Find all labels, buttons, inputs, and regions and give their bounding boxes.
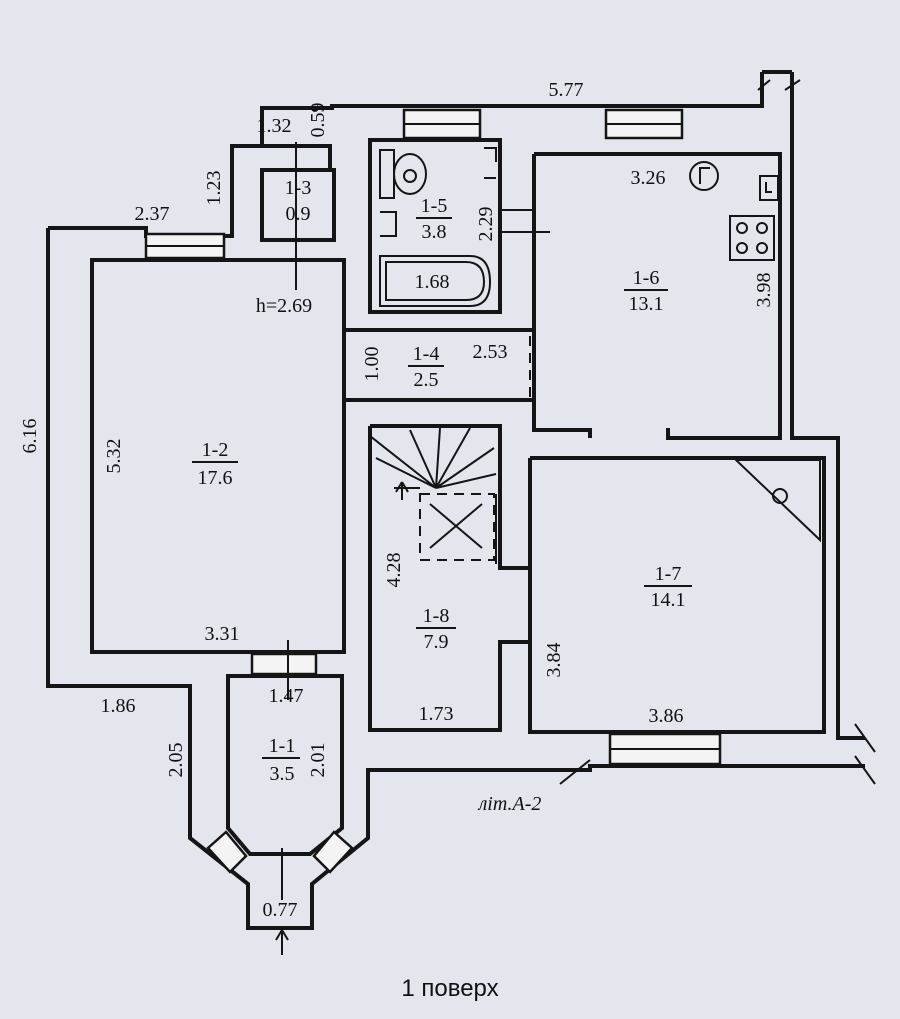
dim-entrance-door: 0.77 [263,899,298,921]
window-1-1-top [250,652,318,676]
chimney-icon [733,459,821,543]
room-1-1-outline [226,674,344,856]
dim-room-1-5-side: 2.29 [475,207,497,242]
room-1-4-area: 2.5 [414,369,439,391]
dim-room-1-6-width: 3.26 [631,167,666,189]
pipe-icon [484,147,497,179]
room-1-2-id: 1-2 [202,439,229,461]
room-1-7-id: 1-7 [655,563,682,585]
room-1-2-outline [90,258,346,654]
room-1-5-outline [368,138,502,314]
dim-bathtub: 1.68 [415,271,450,293]
room-1-8-id: 1-8 [423,605,450,627]
dim-corridor-side: 1.23 [203,171,225,206]
room-1-2-area: 17.6 [198,467,233,489]
staircase [369,427,497,564]
room-1-8-outline [368,424,530,732]
dim-room-1-1-width: 1.47 [269,685,304,707]
room-1-8-label: 1-8 7.9 [416,605,456,653]
dim-room-1-8-width: 1.73 [419,703,454,725]
dim-left-top: 2.37 [135,203,170,225]
window-bathroom [402,108,482,140]
window-room-1-7 [608,732,722,766]
room-1-5-label: 1-5 3.8 [416,195,452,243]
dim-entrance-outer: 1.86 [101,695,136,717]
room-1-7-label: 1-7 14.1 [644,563,692,611]
room-1-1-label: 1-1 3.5 [262,735,300,785]
dim-room-1-1-height: 2.01 [307,743,329,778]
dim-corridor-wall: 0.59 [307,103,329,138]
window-room-1-2 [144,232,226,260]
room-1-7-outline [528,456,826,734]
room-1-6-label: 1-6 13.1 [624,267,668,315]
toilet-icon [379,149,427,199]
room-1-5-area: 3.8 [422,221,447,243]
outer-walls [46,70,876,930]
dim-room-1-2-height: 5.32 [103,439,125,474]
room-1-3-area: 0.9 [286,203,311,225]
room-1-7-area: 14.1 [651,589,686,611]
windows [144,108,722,874]
dim-left-outer: 6.16 [19,419,41,454]
stove-icon [729,215,775,261]
entrance-arrow-icon [275,929,289,955]
room-1-5-id: 1-5 [421,195,448,217]
room-1-1-id: 1-1 [269,735,296,757]
room-labels: 1-1 3.5 1-2 17.6 1-3 0.9 1-4 2.5 1-5 3.8… [192,177,692,785]
dim-entrance-left: 2.05 [165,743,187,778]
dim-corridor-top: 1.32 [257,115,292,137]
dim-top-outer: 5.77 [549,79,584,101]
window-bay-right [312,830,354,874]
room-1-3-label: 1-3 0.9 [285,177,312,225]
letter-label: літ.А-2 [478,793,542,815]
window-kitchen [604,108,684,140]
room-1-4-id: 1-4 [413,343,440,365]
dim-room-1-6-height: 3.98 [753,273,775,308]
room-1-8-area: 7.9 [424,631,449,653]
room-1-6-id: 1-6 [633,267,660,289]
room-1-3-id: 1-3 [285,177,312,199]
dim-stair-height: 4.28 [383,553,405,588]
dim-room-1-7-width: 3.86 [649,705,684,727]
room-1-3-outline [260,168,336,242]
room-1-2-label: 1-2 17.6 [192,439,238,489]
floor-caption: 1 поверх [401,975,498,1002]
dimension-labels: 5.77 1.32 0.59 1.23 2.37 6.16 5.32 3.31 … [19,79,775,921]
boiler-icon [689,161,719,191]
window-bay-left [206,830,248,874]
ceiling-height: h=2.69 [256,295,312,317]
dim-room-1-4-width: 2.53 [473,341,508,363]
sink-icon [380,211,397,237]
room-1-1-area: 3.5 [270,763,295,785]
inner-walls [90,138,826,856]
room-1-6-outline [532,152,782,440]
bathtub-icon [379,255,492,307]
kitchen-sink-icon [759,175,779,201]
room-1-6-area: 13.1 [629,293,664,315]
room-1-4-label: 1-4 2.5 [408,343,444,391]
dim-room-1-2-width: 3.31 [205,623,240,645]
dim-room-1-7-height: 3.84 [543,643,565,678]
dim-room-1-4-height: 1.00 [361,347,383,382]
